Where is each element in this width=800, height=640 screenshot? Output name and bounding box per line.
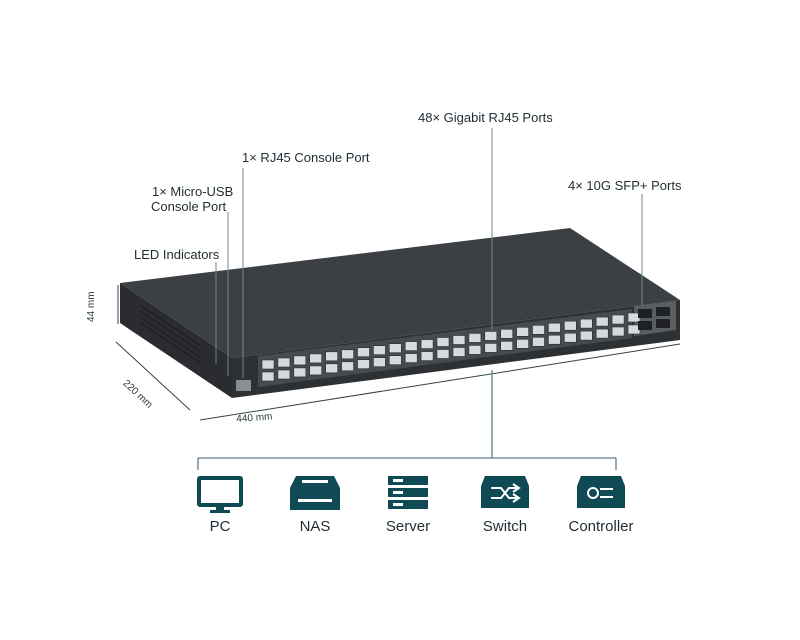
rj45-port xyxy=(373,345,386,356)
rj45-port xyxy=(325,363,339,374)
rj45-port xyxy=(277,357,291,368)
nas-icon xyxy=(290,476,340,510)
rj45-port xyxy=(468,333,482,343)
rj45-port xyxy=(563,320,577,331)
rj45-port xyxy=(436,349,450,359)
device-label-server: Server xyxy=(385,518,431,535)
rj45-port xyxy=(357,359,370,370)
rj45-port xyxy=(293,367,307,378)
rj45-port xyxy=(388,343,402,354)
sfp-port xyxy=(638,321,652,330)
rj45-port xyxy=(373,357,386,368)
rj45-port xyxy=(341,349,354,360)
network-switch xyxy=(120,228,680,398)
sfp-port xyxy=(656,319,670,328)
rj45-port xyxy=(516,326,529,337)
monitor-icon xyxy=(197,476,243,513)
console-port xyxy=(236,380,251,391)
dimension-line-width xyxy=(199,343,681,421)
rj45-port xyxy=(484,343,498,353)
rj45-port xyxy=(309,365,323,376)
rj45-port xyxy=(579,318,593,329)
rj45-port xyxy=(357,347,370,358)
rj45-port xyxy=(404,341,418,351)
rj45-port xyxy=(420,339,434,349)
rj45-port xyxy=(420,351,434,361)
rj45-port xyxy=(595,316,609,327)
rj45-port xyxy=(500,328,514,339)
rj45-port xyxy=(516,338,529,349)
rj45-port xyxy=(452,335,466,345)
rj45-port xyxy=(452,347,466,357)
rj45-port xyxy=(404,353,418,363)
server-icon xyxy=(388,476,428,509)
callout-usb-console-line1: 1× Micro-USB xyxy=(152,184,234,199)
sfp-port xyxy=(656,307,670,316)
rj45-port xyxy=(532,336,545,347)
device-label-nas: NAS xyxy=(299,518,331,535)
rj45-ports xyxy=(261,307,670,382)
rj45-port xyxy=(548,334,561,345)
callout-lines xyxy=(215,128,643,378)
sfp-port xyxy=(638,309,652,318)
controller-icon xyxy=(577,476,625,508)
callout-console-port: 1× RJ45 Console Port xyxy=(242,150,370,165)
rj45-port xyxy=(611,326,625,337)
rj45-port xyxy=(388,355,402,366)
rj45-port xyxy=(548,322,561,333)
callout-gigabit-ports: 48× Gigabit RJ45 Ports xyxy=(418,110,553,125)
rj45-port xyxy=(468,345,482,355)
device-bracket xyxy=(197,370,617,470)
rj45-port xyxy=(563,332,577,343)
rj45-port xyxy=(261,359,275,370)
rj45-port xyxy=(611,314,625,325)
dimension-line-depth xyxy=(115,341,191,411)
device-label-controller: Controller xyxy=(568,518,634,535)
device-label-switch: Switch xyxy=(482,518,528,535)
switch-icon xyxy=(481,476,529,508)
rj45-port xyxy=(325,351,339,362)
rj45-port xyxy=(277,369,291,380)
rj45-port xyxy=(293,355,307,366)
rj45-port xyxy=(309,353,323,364)
dimension-lines xyxy=(115,285,681,421)
rj45-port xyxy=(532,324,545,335)
rj45-port xyxy=(436,337,450,347)
rj45-port xyxy=(261,371,275,382)
rj45-port xyxy=(341,361,354,372)
switch-top-face xyxy=(120,228,680,358)
switch-vents xyxy=(139,304,201,364)
rj45-port xyxy=(579,330,593,341)
callout-sfp-ports: 4× 10G SFP+ Ports xyxy=(568,178,682,193)
device-label-pc: PC xyxy=(209,518,231,535)
rj45-port xyxy=(484,331,498,341)
rj45-port xyxy=(595,328,609,339)
dimension-height: 44 mm xyxy=(86,291,97,322)
callout-usb-console-line2: Console Port xyxy=(151,199,227,214)
callout-led-indicators: LED Indicators xyxy=(134,247,220,262)
rj45-port xyxy=(500,340,514,351)
